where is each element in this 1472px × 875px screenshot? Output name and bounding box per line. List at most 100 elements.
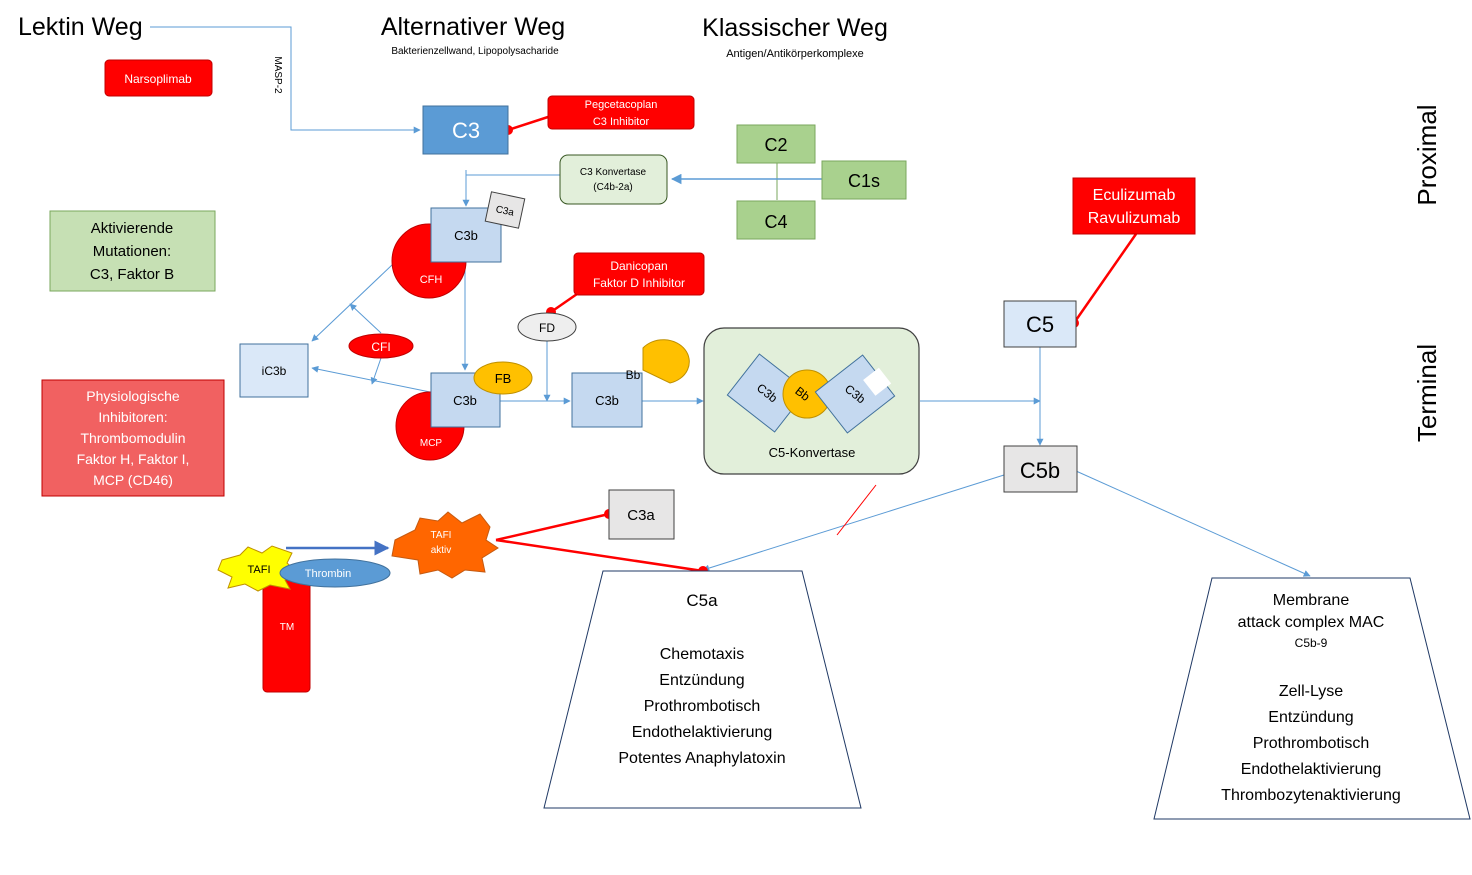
node-ic3b-label: iC3b	[262, 364, 287, 378]
box-mac-item-3: Prothrombotisch	[1253, 735, 1370, 752]
konvertase-bb: Bb	[782, 369, 832, 419]
drug-pegcetacoplan: Pegcetacoplan C3 Inhibitor	[547, 95, 695, 130]
node-tafi-aktiv-label-2: aktiv	[431, 545, 452, 556]
node-c2: C2	[736, 124, 816, 164]
box-c5a-title: C5a	[686, 591, 718, 610]
masp2-line	[150, 26, 421, 134]
box-inhibitoren-line-1: Physiologische	[86, 388, 180, 404]
box-inhibitoren: Physiologische Inhibitoren: Thrombomodul…	[41, 379, 225, 497]
box-c5a-item-5: Potentes Anaphylatoxin	[618, 750, 785, 767]
drug-eculizumab-label-2: Ravulizumab	[1088, 210, 1181, 227]
inhibition-lines	[495, 115, 1138, 576]
box-inhibitoren-line-4: Faktor H, Faktor I,	[77, 451, 190, 467]
node-fb-label: FB	[495, 371, 512, 386]
box-inhibitoren-line-5: MCP (CD46)	[93, 472, 173, 488]
box-mac-title-3: C5b-9	[1295, 636, 1328, 650]
node-fd-label: FD	[539, 321, 555, 335]
node-fb: FB	[473, 361, 533, 395]
tafi-inhibits-c3a	[495, 509, 614, 542]
node-fd: FD	[517, 312, 577, 342]
node-c1s-label: C1s	[848, 171, 880, 191]
c3b-to-ic3b-arrow	[311, 365, 431, 393]
node-c3-konvertase: C3 Konvertase (C4b-2a)	[559, 154, 668, 205]
node-tafi-aktiv-label-1: TAFI	[431, 530, 452, 541]
drug-danicopan: Danicopan Faktor D Inhibitor	[573, 252, 705, 296]
node-c3b-bb-label: C3b	[595, 393, 619, 408]
node-c3b-mid-label: C3b	[453, 393, 477, 408]
node-tafi: TAFI	[217, 545, 297, 592]
node-c5b-label: C5b	[1020, 458, 1060, 483]
drug-danicopan-label-1: Danicopan	[610, 259, 667, 273]
c5b-to-c5a-arrow	[702, 474, 1005, 572]
node-bb: Bb	[626, 339, 690, 384]
header-klassisch-sub: Antigen/Antikörperkomplexe	[726, 48, 864, 60]
drug-narsoplimab: Narsoplimab	[104, 59, 213, 97]
cfh-to-ic3b-arrow	[311, 264, 393, 342]
cfi-down-arrow	[370, 357, 382, 385]
cfi-up-arrow	[349, 303, 382, 334]
c5-konvertase: C3b Bb C3b C5-Konvertase	[703, 327, 920, 475]
label-proximal: Proximal	[1412, 104, 1442, 205]
c5-konvertase-label: C5-Konvertase	[769, 445, 856, 460]
box-mac-title-1: Membrane	[1273, 592, 1350, 609]
node-c4-label: C4	[764, 212, 787, 232]
box-mutationen-line-2: Mutationen:	[93, 243, 171, 260]
node-c3a-small: C3a	[484, 191, 526, 229]
box-mutationen-line-1: Aktivierende	[91, 220, 174, 237]
node-tafi-label: TAFI	[247, 564, 270, 576]
c5a-strike	[836, 484, 877, 536]
node-c3b-bb: C3b	[571, 372, 643, 428]
box-mac: Membrane attack complex MAC C5b-9 Zell-L…	[1153, 577, 1471, 820]
node-c3a-big-label: C3a	[627, 507, 655, 524]
konvertase-c3b-right: C3b	[814, 354, 896, 434]
node-cfi-label: CFI	[371, 340, 390, 354]
tafi-inhibits-c5a	[495, 538, 708, 576]
node-c3-konvertase-label-2: (C4b-2a)	[593, 182, 632, 193]
node-c5-label: C5	[1026, 312, 1054, 337]
drug-danicopan-label-2: Faktor D Inhibitor	[593, 276, 685, 290]
box-mutationen: Aktivierende Mutationen: C3, Faktor B	[49, 210, 216, 292]
node-cfh-label: CFH	[420, 274, 443, 286]
box-inhibitoren-line-3: Thrombomodulin	[80, 430, 185, 446]
box-c5a: C5a Chemotaxis Entzündung Prothrombotisc…	[543, 570, 862, 809]
c5b-to-mac-arrow	[1075, 470, 1311, 577]
box-mac-item-2: Entzündung	[1268, 709, 1353, 726]
node-bb-label: Bb	[626, 368, 641, 382]
node-c3-konvertase-label-1: C3 Konvertase	[580, 167, 647, 178]
box-mac-item-1: Zell-Lyse	[1279, 683, 1343, 700]
node-c1s: C1s	[821, 160, 907, 200]
eculizumab-inhibition	[1069, 233, 1138, 328]
header-alternativ: Alternativer Weg	[381, 13, 565, 41]
node-tm: TM	[262, 573, 311, 693]
node-thrombin: Thrombin	[279, 558, 391, 588]
node-c2-label: C2	[764, 135, 787, 155]
node-c3a-big: C3a	[608, 489, 675, 540]
node-c3b-top-label: C3b	[454, 228, 478, 243]
box-mac-item-5: Thrombozytenaktivierung	[1221, 787, 1401, 804]
masp2-label: MASP-2	[272, 56, 283, 94]
drug-eculizumab-label-1: Eculizumab	[1093, 187, 1176, 204]
node-mcp-label: MCP	[420, 438, 443, 449]
label-terminal: Terminal	[1412, 344, 1442, 442]
drug-eculizumab: Eculizumab Ravulizumab	[1072, 177, 1196, 235]
header-klassisch: Klassischer Weg	[702, 14, 888, 42]
connectors	[150, 26, 1311, 577]
header-lektin: Lektin Weg	[18, 13, 143, 41]
drug-narsoplimab-label: Narsoplimab	[124, 72, 192, 86]
node-c4: C4	[736, 200, 816, 240]
header-alternativ-sub: Bakterienzellwand, Lipopolysacharide	[391, 46, 559, 57]
box-mac-title-2: attack complex MAC	[1238, 614, 1385, 631]
node-c3-label: C3	[452, 118, 480, 143]
box-c5a-item-3: Prothrombotisch	[644, 698, 761, 715]
box-c5a-item-4: Endothelaktivierung	[632, 724, 773, 741]
node-tm-label: TM	[280, 622, 294, 633]
node-thrombin-label: Thrombin	[305, 568, 351, 580]
drug-pegcetacoplan-label-2: C3 Inhibitor	[593, 116, 650, 128]
node-c3a-small-label: C3a	[495, 204, 516, 219]
pegcetacoplan-inhibition	[503, 115, 549, 135]
node-c5b: C5b	[1003, 445, 1078, 493]
node-tafi-aktiv: TAFI aktiv	[391, 511, 499, 579]
node-cfi: CFI	[348, 333, 414, 359]
box-inhibitoren-line-2: Inhibitoren:	[98, 409, 167, 425]
